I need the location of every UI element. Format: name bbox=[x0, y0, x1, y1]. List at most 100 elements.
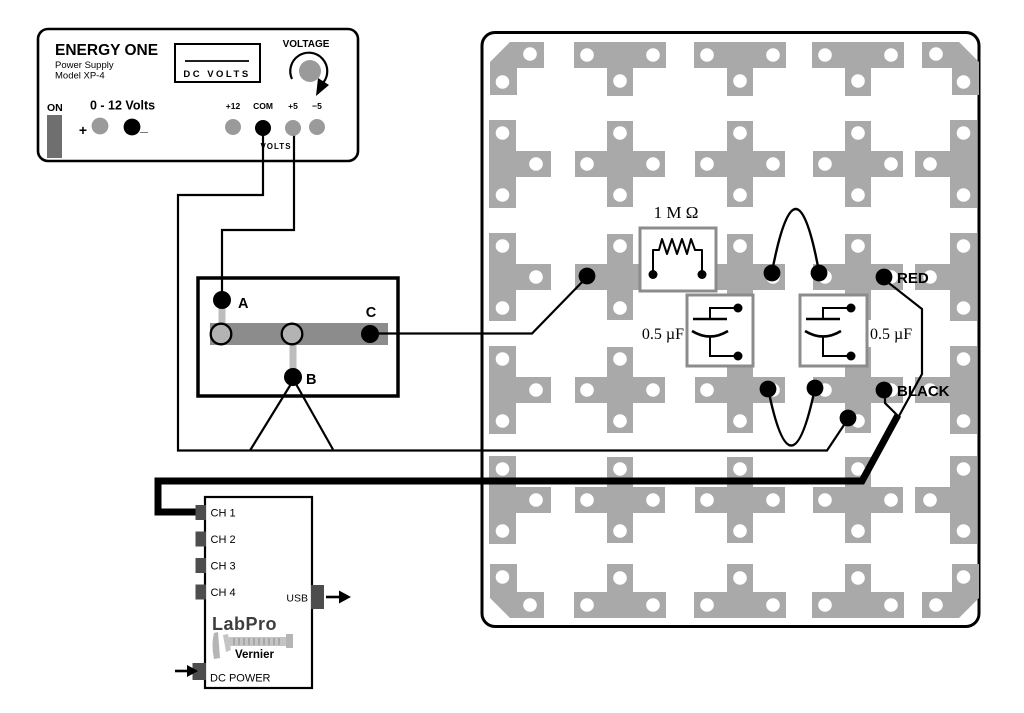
usb-port[interactable] bbox=[311, 585, 324, 609]
plus-sign: + bbox=[79, 122, 87, 138]
terminal-label-minus5: −5 bbox=[312, 101, 322, 111]
switch-open-contact-middle[interactable] bbox=[280, 322, 304, 346]
pad-shape bbox=[851, 74, 865, 88]
switch-contacts: A B C bbox=[209, 291, 379, 388]
pad-shape bbox=[523, 598, 537, 612]
pad-shape bbox=[613, 462, 627, 476]
pad-shape bbox=[956, 75, 971, 89]
capacitor-left-plate-bottom bbox=[691, 329, 729, 338]
board-dot-jumper-bottom-left bbox=[759, 380, 777, 398]
terminal-plus12[interactable] bbox=[225, 119, 241, 135]
pad-shape bbox=[929, 598, 943, 612]
breadboard-pads bbox=[489, 42, 979, 618]
switch-terminal-a[interactable] bbox=[213, 291, 231, 309]
pad-shape bbox=[818, 493, 832, 507]
usb-label: USB bbox=[286, 593, 308, 605]
switch-terminal-c[interactable] bbox=[361, 325, 379, 343]
pad-shape bbox=[495, 462, 510, 476]
dc-power-label: DC POWER bbox=[210, 673, 271, 685]
voltage-knob-label: VOLTAGE bbox=[283, 39, 330, 50]
pad-shape bbox=[613, 571, 627, 585]
minus-sign: _ bbox=[139, 118, 148, 134]
ch1-port[interactable] bbox=[195, 505, 207, 520]
dc-power-arrow-icon bbox=[175, 665, 198, 677]
power-supply-terminals bbox=[91, 117, 325, 136]
resistor-symbol bbox=[652, 238, 703, 274]
on-switch[interactable]: ON bbox=[47, 102, 63, 158]
pad-shape bbox=[646, 383, 660, 397]
capacitor-right-dot-bottom bbox=[846, 351, 856, 361]
board-dot-jumper-top-right bbox=[810, 264, 828, 282]
channel-label-1: CH 1 bbox=[211, 508, 236, 520]
capacitor-left-dot-bottom bbox=[733, 351, 743, 361]
ch3-port[interactable] bbox=[195, 558, 207, 573]
pad-shape bbox=[818, 157, 832, 171]
labpro-interface: CH 1 CH 2 CH 3 CH 4 USB LabPro Vernier D… bbox=[203, 495, 314, 690]
pad-shape bbox=[495, 570, 510, 584]
dc-power-port[interactable] bbox=[192, 663, 207, 680]
pad-shape bbox=[766, 48, 780, 62]
ch2-port[interactable] bbox=[195, 531, 207, 547]
pad-shape bbox=[529, 270, 543, 284]
terminal-variable-minus[interactable] bbox=[123, 118, 141, 136]
pad-shape bbox=[495, 414, 510, 428]
knob-dial[interactable] bbox=[299, 60, 321, 82]
pad-shape bbox=[851, 462, 865, 476]
pad-shape bbox=[646, 598, 660, 612]
pad-shape bbox=[700, 157, 714, 171]
on-label: ON bbox=[47, 102, 63, 114]
pad-shape bbox=[613, 301, 627, 315]
red-probe-label: RED bbox=[897, 270, 929, 287]
board-dot-com-wire bbox=[839, 409, 857, 427]
capacitor-left-component bbox=[685, 293, 755, 368]
pad-shape bbox=[613, 524, 627, 538]
pad-shape bbox=[529, 493, 543, 507]
terminal-variable-plus[interactable] bbox=[91, 117, 109, 135]
channel-label-2: CH 2 bbox=[211, 534, 236, 546]
wire-switch-b-right bbox=[295, 383, 334, 451]
terminal-minus5[interactable] bbox=[309, 119, 325, 135]
display-frame bbox=[174, 43, 261, 83]
pad-shape bbox=[700, 493, 714, 507]
switch-label-b: B bbox=[306, 372, 316, 388]
resistor-lead-dot-left bbox=[648, 270, 658, 279]
probe-cable-to-ch1 bbox=[154, 413, 902, 516]
variable-output-label: 0 - 12 Volts bbox=[90, 99, 155, 113]
pad-shape bbox=[580, 493, 594, 507]
on-switch-lever[interactable] bbox=[47, 115, 62, 158]
pad-shape bbox=[733, 74, 747, 88]
capacitor-right-lead-top bbox=[822, 307, 851, 318]
switch-open-contact-left[interactable] bbox=[209, 322, 233, 346]
pad-shape bbox=[495, 239, 510, 253]
wires bbox=[154, 131, 924, 516]
black-probe-label: BLACK bbox=[897, 383, 950, 400]
capacitor-left-value-label: 0.5 µF bbox=[642, 326, 684, 343]
voltage-knob[interactable]: VOLTAGE bbox=[283, 39, 330, 96]
capacitor-left-dot-top bbox=[733, 303, 743, 313]
terminal-com[interactable] bbox=[255, 120, 271, 136]
resistor-lead-dot-right bbox=[697, 270, 707, 279]
knob-rotation-arc bbox=[289, 51, 329, 84]
pad-shape bbox=[851, 571, 865, 585]
power-supply: ENERGY ONE Power Supply Model XP-4 DC VO… bbox=[36, 27, 360, 163]
pad-shape bbox=[580, 48, 594, 62]
channel-label-4: CH 4 bbox=[211, 587, 236, 599]
channel-label-3: CH 3 bbox=[211, 561, 236, 573]
vernier-logo-text: Vernier bbox=[235, 649, 275, 661]
board-dot-red bbox=[875, 268, 893, 286]
terminal-plus5[interactable] bbox=[285, 120, 301, 136]
pad-shape bbox=[956, 570, 971, 584]
capacitor-right-value-label: 0.5 µF bbox=[870, 326, 912, 343]
knob-arrow-icon bbox=[316, 78, 329, 96]
wire-plus5-to-switch-a bbox=[220, 131, 296, 292]
switch-terminal-b[interactable] bbox=[284, 368, 302, 386]
pad-shape bbox=[733, 188, 747, 202]
wire-switch-c-to-board bbox=[372, 276, 588, 335]
switch-label-c: C bbox=[366, 305, 377, 321]
pad-shape bbox=[733, 414, 747, 428]
pad-shape bbox=[733, 524, 747, 538]
pad-shape bbox=[956, 462, 971, 476]
ch4-port[interactable] bbox=[195, 584, 207, 600]
connection-dots bbox=[578, 264, 893, 427]
